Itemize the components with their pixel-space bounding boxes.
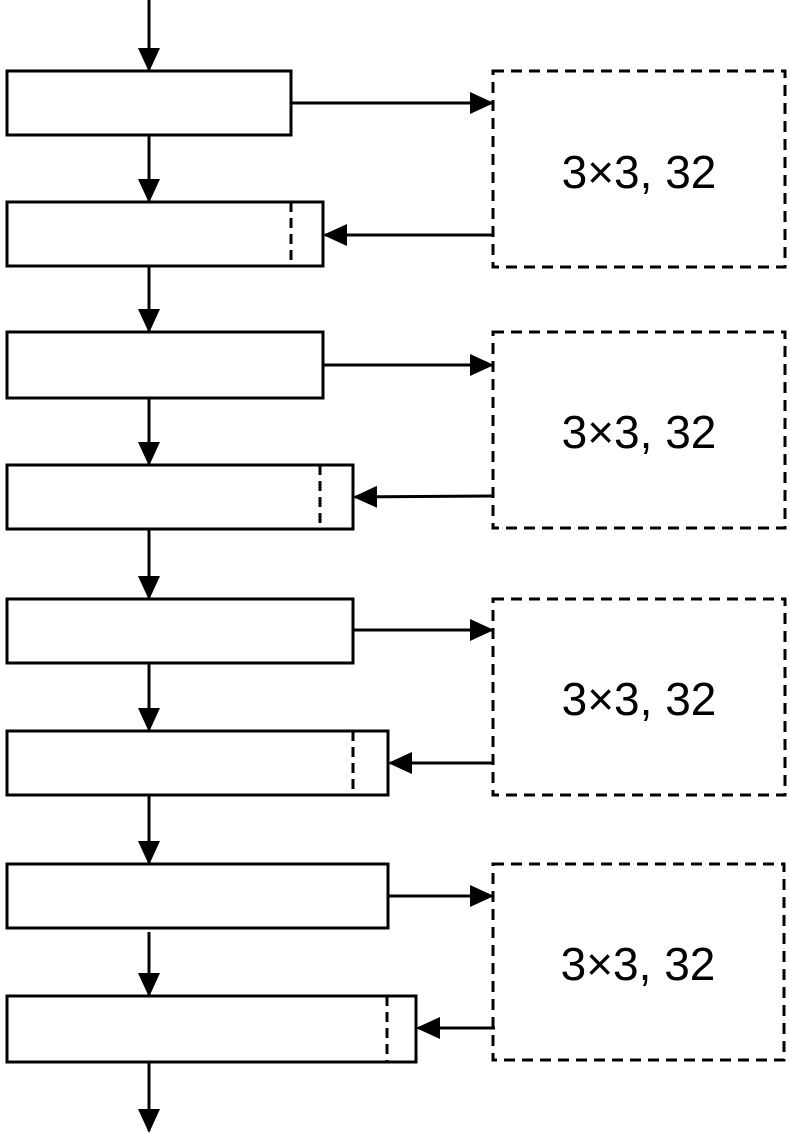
conv-block-1 [491,69,787,269]
conv-block-1-label: 3×3, 32 [562,146,717,198]
conv-block-3-label: 3×3, 32 [562,673,717,725]
conv-block-4-label: 3×3, 32 [561,938,716,990]
conv-block-2 [491,330,787,530]
conv-block-3 [491,597,787,797]
feature-map-4b [5,994,418,1064]
feature-map-3a [5,597,355,665]
conv-block-4 [491,862,786,1062]
feature-map-2a [5,330,325,400]
arrow-from-conv-2 [353,485,494,508]
feature-map-3b [5,729,390,797]
feature-map-4a [5,862,390,930]
conv-block-2-label: 3×3, 32 [562,406,717,458]
feature-map-1a [5,69,293,137]
feature-map-1b [5,200,325,268]
feature-map-2b [5,463,355,531]
